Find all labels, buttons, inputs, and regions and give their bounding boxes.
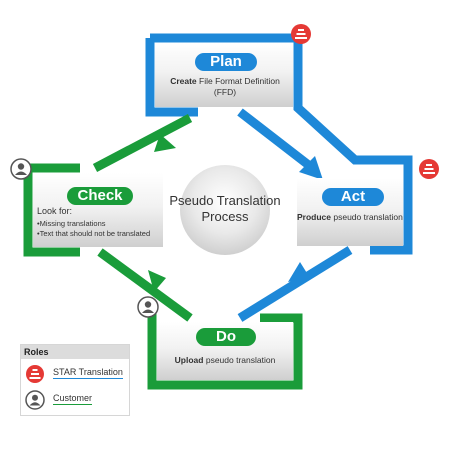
plan-desc-verb: Create — [170, 76, 197, 86]
plan-desc-rest: File Format Definition — [196, 76, 280, 86]
act-desc-verb: Produce — [297, 212, 332, 222]
act-to-do-connector — [237, 246, 353, 322]
do-to-check-connector — [97, 248, 193, 322]
legend-title: Roles — [21, 345, 129, 359]
legend-row-star: STAR Translation — [23, 363, 127, 385]
legend-star-label: STAR Translation — [53, 367, 123, 379]
check-frame — [23, 163, 80, 257]
do-title: Do — [196, 328, 256, 346]
customer-icon — [10, 158, 32, 180]
check-title: Check — [67, 187, 133, 205]
act-to-do-arrowhead — [288, 262, 310, 282]
roles-legend: Roles STAR Translation Customer — [20, 344, 130, 416]
star-translation-icon — [26, 365, 44, 383]
check-look-for: Look for: — [37, 206, 73, 216]
center-title-line2: Process — [201, 209, 249, 224]
star-translation-icon — [291, 24, 311, 44]
check-item-1: •Missing translations — [37, 219, 106, 228]
center-circle — [180, 165, 270, 255]
center-title-line1: Pseudo Translation — [169, 193, 281, 208]
star-translation-icon — [419, 159, 439, 179]
act-desc-rest: pseudo translation — [331, 212, 403, 222]
plan-frame-left — [145, 38, 198, 117]
legend-customer-label: Customer — [53, 393, 93, 405]
do-desc-rest: pseudo translation — [203, 355, 276, 365]
plan-description: Create File Format Definition (FFD) — [160, 76, 290, 98]
check-to-plan-connector — [92, 114, 193, 172]
customer-icon — [137, 296, 159, 318]
check-box — [33, 173, 163, 247]
act-frame — [370, 160, 413, 255]
act-description: Produce pseudo translation — [297, 212, 413, 223]
do-desc-verb: Upload — [174, 355, 204, 365]
check-item-2: •Text that should not be translated — [37, 229, 151, 238]
do-frame — [147, 310, 303, 390]
legend-row-customer: Customer — [23, 389, 127, 411]
customer-icon — [25, 390, 45, 410]
act-title: Act — [322, 188, 384, 206]
plan-to-act-arrowhead — [299, 156, 323, 180]
do-to-check-arrowhead — [148, 270, 166, 292]
check-to-plan-arrowhead — [154, 134, 176, 152]
do-description: Upload pseudo translation — [165, 355, 285, 366]
plan-to-act-connector — [237, 108, 318, 174]
plan-title: Plan — [195, 53, 257, 71]
plan-desc-line2: (FFD) — [213, 87, 237, 97]
center-title: Pseudo Translation Process — [160, 193, 290, 225]
